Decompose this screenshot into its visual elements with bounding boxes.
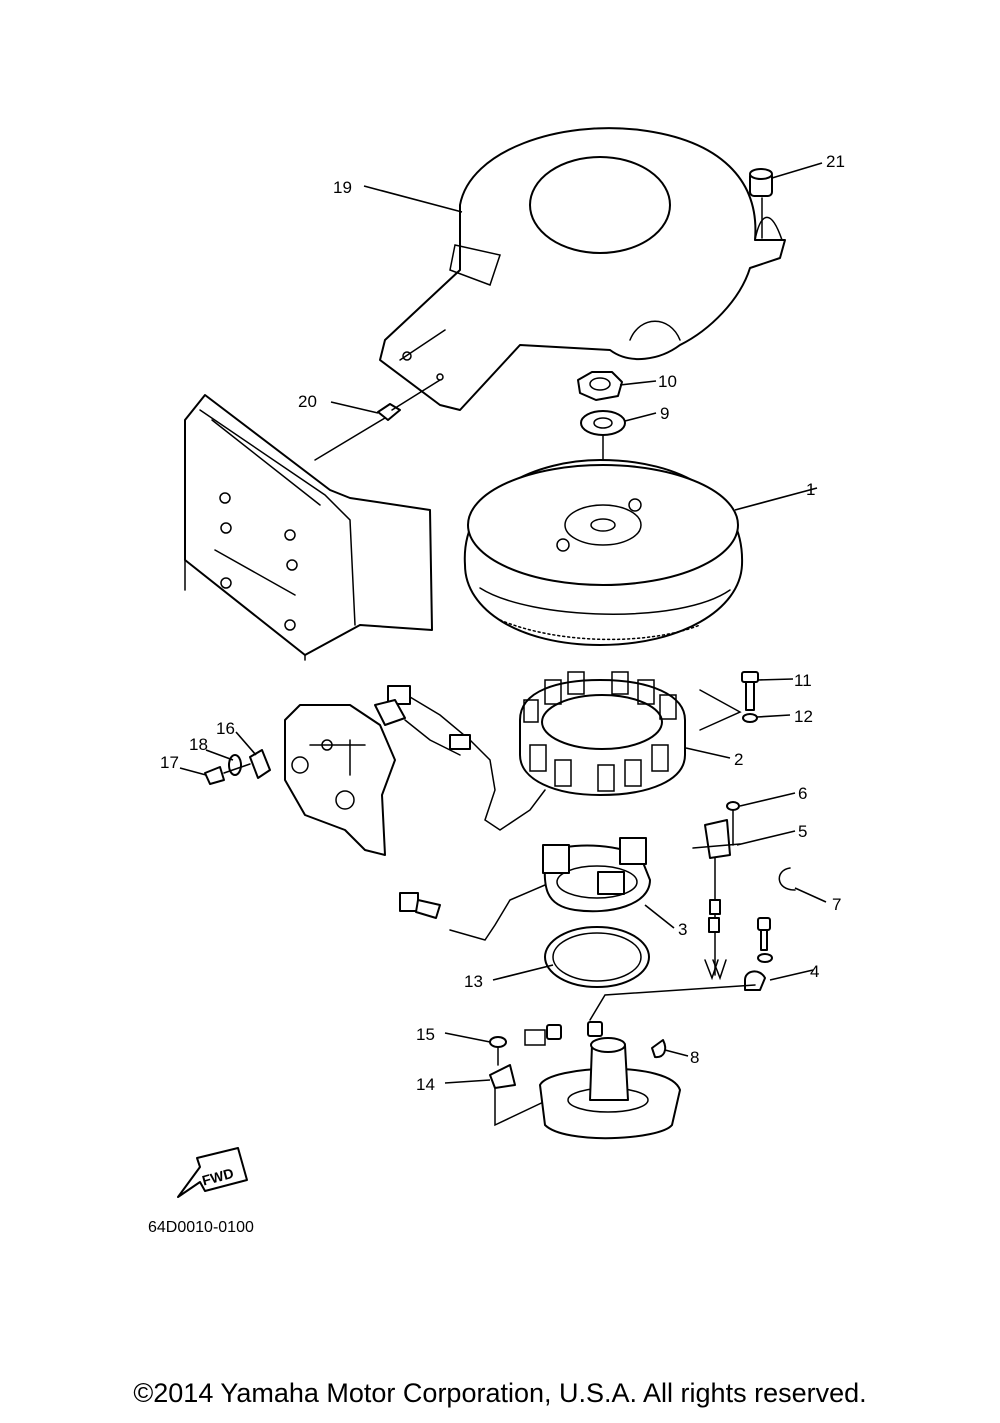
callout-11: 11 (794, 671, 812, 690)
callout-9: 9 (660, 404, 669, 423)
callout-10: 10 (658, 372, 677, 391)
fwd-arrow-icon: FWD (177, 1147, 248, 1198)
callout-1: 1 (806, 480, 815, 499)
ignition-coil (692, 819, 741, 981)
callout-2: 2 (734, 750, 743, 769)
stator (519, 671, 686, 796)
flywheel-nut (577, 371, 623, 401)
callout-18: 18 (189, 735, 208, 754)
callout-4: 4 (810, 962, 819, 981)
clip (249, 749, 271, 779)
retaining-ring (544, 926, 650, 988)
fwd-label: FWD (200, 1165, 235, 1189)
engine-block-outline (184, 394, 433, 661)
small-screw (204, 763, 251, 785)
callout-16: 16 (216, 719, 235, 738)
bracket-screw (489, 1036, 507, 1066)
callout-6: 6 (798, 784, 807, 803)
woodruff-key (651, 1039, 667, 1059)
callout-7: 7 (832, 895, 841, 914)
washer (580, 410, 626, 521)
cable-clamp (589, 917, 773, 1021)
pulser-coil (399, 837, 651, 941)
crankcase-bracket (284, 704, 396, 856)
callout-19: 19 (333, 178, 352, 197)
callout-8: 8 (690, 1048, 699, 1067)
leader-lines (179, 162, 827, 1084)
callout-3: 3 (678, 920, 687, 939)
flywheel (463, 459, 744, 646)
cable-band (778, 867, 796, 891)
drawing-code: 64D0010-0100 (148, 1219, 254, 1236)
cover-bolt (314, 379, 441, 461)
copyright-notice: ©2014 Yamaha Motor Corporation, U.S.A. A… (133, 1378, 867, 1408)
stator-bolt (699, 671, 759, 731)
small-washer (228, 754, 242, 776)
grommet (749, 168, 773, 239)
callout-13: 13 (464, 972, 483, 991)
callout-14: 14 (416, 1075, 435, 1094)
callout-12: 12 (794, 707, 813, 726)
crankshaft-housing (524, 1021, 681, 1140)
callout-21: 21 (826, 152, 845, 171)
callout-20: 20 (298, 392, 317, 411)
callout-17: 17 (160, 753, 179, 772)
callout-numbers: 1 2 3 4 5 6 7 8 9 10 11 12 13 14 15 16 1… (160, 152, 845, 1094)
callout-5: 5 (798, 822, 807, 841)
ignition-coil-screw (726, 801, 740, 846)
wiring-harness (374, 685, 546, 831)
callout-15: 15 (416, 1025, 435, 1044)
flywheel-cover (379, 127, 786, 411)
